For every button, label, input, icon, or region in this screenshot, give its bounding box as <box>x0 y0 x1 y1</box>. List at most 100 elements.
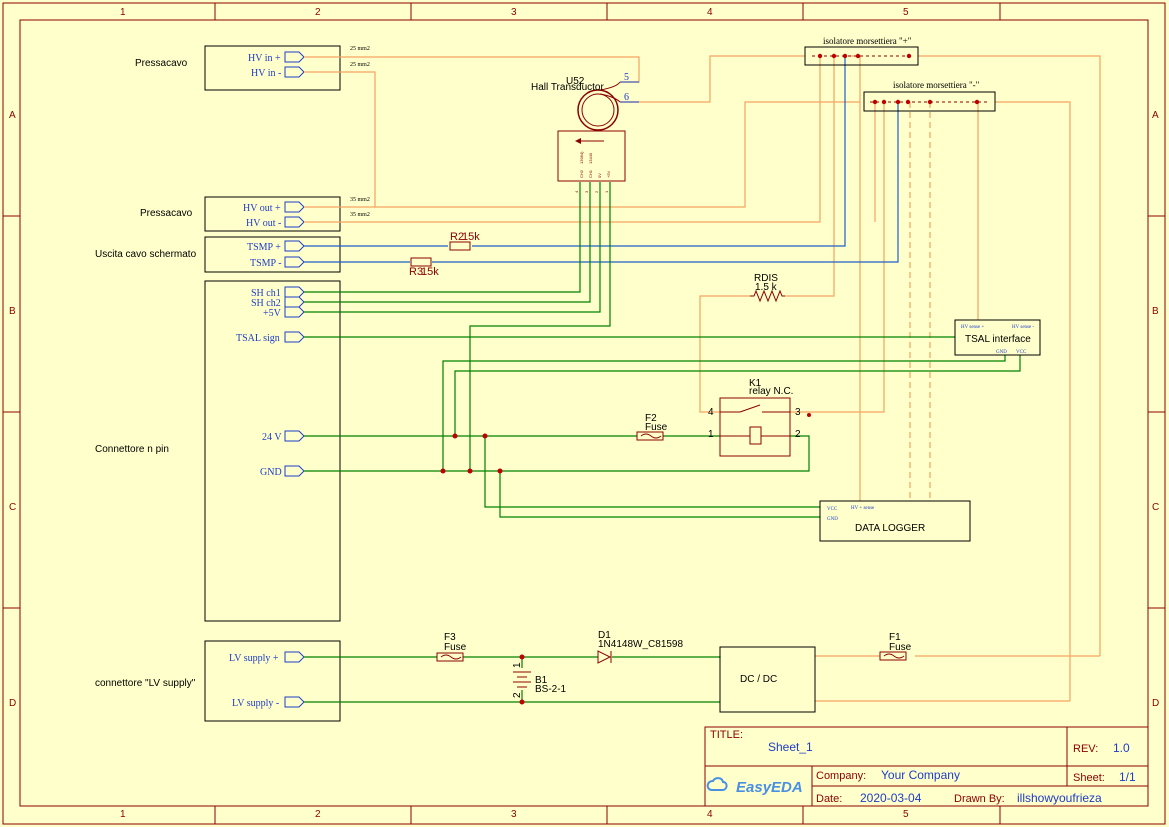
tsal-pin-vcc: VCC <box>1016 350 1027 355</box>
dcdc-label: DC / DC <box>740 674 777 685</box>
block-pressacavo-in: Pressacavo HV in + HV in - <box>135 45 341 91</box>
row-label-B: B <box>9 306 16 317</box>
b1-ref: B1 <box>535 675 548 686</box>
hall-pin-label-ch1: CH1 <box>588 169 593 178</box>
junctions <box>440 433 525 705</box>
lv-supply-title: connettore "LV supply" <box>95 678 196 689</box>
tsal-pin-gnd: GND <box>996 350 1007 355</box>
block-pressacavo-out: Pressacavo HV out + HV out - <box>140 196 341 232</box>
wire-note-hv-in-minus: 25 mm2 <box>350 62 370 68</box>
col-label-4-bottom: 4 <box>707 809 713 820</box>
port-sh-ch2: SH ch2 <box>251 298 281 309</box>
port-tsmp-plus: TSMP + <box>247 242 281 253</box>
col-label-5: 5 <box>903 7 909 18</box>
block-connettore-n-pin: Connettore n pin SH ch1 SH ch2 +5V TSAL … <box>95 280 341 622</box>
isolatore-plus-label: isolatore morsettiera "+" <box>823 36 912 46</box>
tb-sheet-label: Sheet: <box>1073 772 1105 784</box>
block-uscita-cavo: Uscita cavo schermato TSMP + TSMP - <box>95 236 341 273</box>
pressacavo-in-title: Pressacavo <box>135 58 188 69</box>
diode-d1: D1 1N4148W_C81598 <box>597 630 683 664</box>
r2-ref: R2 <box>450 231 464 243</box>
hall-name: Hall Transductor <box>531 82 604 93</box>
k1-pin-3: 3 <box>795 407 801 418</box>
port-sh-ch1: SH ch1 <box>251 288 281 299</box>
col-label-3: 3 <box>511 7 517 18</box>
f1-ref: F1 <box>889 632 901 643</box>
row-label-C: C <box>9 502 16 513</box>
r3-ref: R3 <box>409 266 423 278</box>
col-label-2-bottom: 2 <box>315 809 321 820</box>
title-block: TITLE: Sheet_1 REV: 1.0 Company: Your Co… <box>704 726 1149 807</box>
data-logger: DATA LOGGER VCC GND HV + sense <box>819 500 971 542</box>
wire-note-hv-in-plus: 25 mm2 <box>350 46 370 52</box>
hall-pin-label-ch2: CH2 <box>579 169 584 178</box>
rdis-value: 1.5 k <box>755 282 778 293</box>
tb-company-label: Company: <box>816 770 866 782</box>
b1-pin-2: 2 <box>512 692 523 698</box>
tb-title: Sheet_1 <box>768 740 813 754</box>
f1-value: Fuse <box>889 642 912 653</box>
port-hv-in-plus: HV in + <box>248 53 281 64</box>
easyeda-logo-text: EasyEDA <box>736 779 803 796</box>
port-gnd: GND <box>260 467 282 478</box>
col-label-2: 2 <box>315 7 321 18</box>
hall-ref: U52 <box>566 76 585 87</box>
f2-ref: F2 <box>645 413 657 424</box>
tsal-pin-hv-sense-minus: HV sense - <box>1012 325 1034 330</box>
isolatore-minus-label: isolatore morsettiera "-" <box>893 80 980 90</box>
hall-pin-5: 5 <box>624 72 629 83</box>
port-tsmp-minus: TSMP - <box>250 258 282 269</box>
port-lv-supply-plus: LV supply + <box>229 653 279 664</box>
k1-value: relay N.C. <box>749 386 793 397</box>
wires-lv <box>304 182 1021 703</box>
relay-k1: K1 relay N.C. 4 1 3 2 <box>708 378 811 457</box>
datalogger-pin-vcc: VCC <box>827 507 838 512</box>
block-lv-supply: connettore "LV supply" LV supply + LV su… <box>95 640 341 722</box>
tb-title-label: TITLE: <box>710 729 743 741</box>
tb-company: Your Company <box>881 768 960 782</box>
tb-date: 2020-03-04 <box>860 791 922 805</box>
port-hv-out-plus: HV out + <box>243 203 281 214</box>
hall-pin-6: 6 <box>624 92 629 103</box>
isolatore-plus: isolatore morsettiera "+" <box>804 36 919 66</box>
wire-note-hv-out-minus: 35 mm2 <box>350 212 370 218</box>
resistor-r2: R2 15k <box>449 231 480 251</box>
hall-pin-label-ch1-val: 13440 <box>588 152 593 164</box>
tb-rev-label: REV: <box>1073 743 1098 755</box>
wires-hv <box>304 55 1101 702</box>
hall-pin-label-5v: +5V <box>606 170 611 178</box>
isolatore-minus: isolatore morsettiera "-" <box>863 80 996 112</box>
hall-pin-label-ch2-val: 13984) <box>579 151 584 164</box>
col-label-3-bottom: 3 <box>511 809 517 820</box>
port-24v: 24 V <box>262 432 282 443</box>
fuse-f3: F3 Fuse <box>436 632 467 662</box>
wires-signal <box>304 56 899 263</box>
tsal-interface: TSAL interface HV sense + HV sense - GND… <box>954 319 1041 356</box>
easyeda-logo-icon: EasyEDA <box>706 777 803 796</box>
port-plus5v: +5V <box>263 308 282 319</box>
d1-value: 1N4148W_C81598 <box>598 639 683 650</box>
fuse-f2: F2 Fuse <box>636 413 668 441</box>
hall-transducer-u52: U52 Hall Transductor 5 6 CH2 13984) CH1 … <box>531 72 639 193</box>
hall-pin-label-0v: 0V <box>597 173 602 178</box>
hall-pinnum-2: 2 <box>594 190 599 193</box>
resistor-r3: R3 15k <box>409 257 439 278</box>
row-label-C-right: C <box>1152 502 1159 513</box>
b1-value: BS-2-1 <box>535 684 567 695</box>
port-hv-out-minus: HV out - <box>246 218 281 229</box>
uscita-cavo-title: Uscita cavo schermato <box>95 249 197 260</box>
dc-dc-converter: DC / DC <box>719 646 816 713</box>
row-label-B-right: B <box>1152 306 1159 317</box>
hall-pinnum-3: 3 <box>584 190 589 193</box>
f3-ref: F3 <box>444 632 456 643</box>
f3-value: Fuse <box>444 642 467 653</box>
tb-drawn-label: Drawn By: <box>954 793 1005 805</box>
datalogger-pin-gnd: GND <box>827 517 838 522</box>
k1-pin-2: 2 <box>795 429 801 440</box>
datalogger-label: DATA LOGGER <box>855 523 925 534</box>
k1-pin-1: 1 <box>708 429 714 440</box>
r2-value: 15k <box>462 231 480 243</box>
col-label-1-bottom: 1 <box>120 809 126 820</box>
